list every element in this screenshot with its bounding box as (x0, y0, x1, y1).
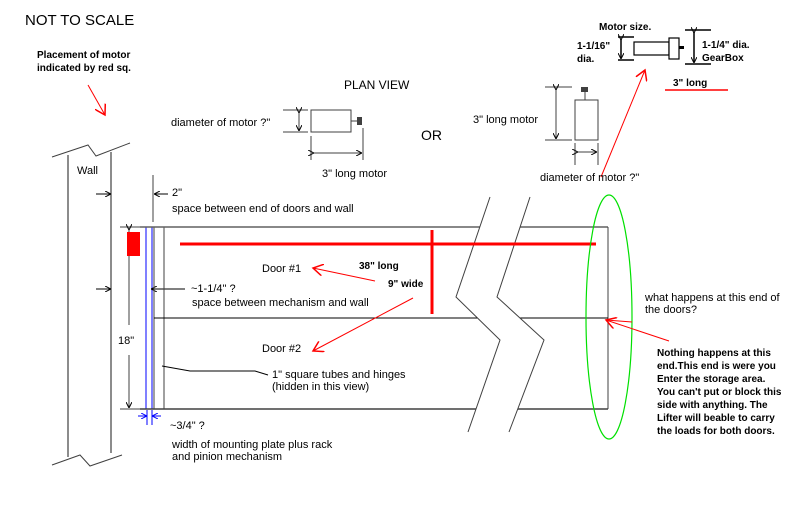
far-end-question: what happens at this end of the doors? (645, 292, 780, 316)
gap-mechanism-desc: space between mechanism and wall (192, 297, 369, 309)
motor-a-length-label: 3" long motor (322, 168, 388, 180)
motor-b-diameter-label: diameter of motor ?" (540, 172, 640, 184)
door-2-label: Door #2 (262, 343, 302, 355)
far-end-highlight (585, 194, 633, 440)
gap-end-value: 2" (172, 187, 183, 199)
wall-label: Wall (77, 165, 98, 177)
plan-view-title: PLAN VIEW (344, 78, 410, 92)
tubes-note: 1" square tubes and hinges (hidden in th… (272, 369, 406, 393)
doors (140, 226, 609, 410)
motor-size-arrow (600, 70, 645, 178)
gap-mechanism-value: ~1-1/4" ? (191, 283, 236, 295)
motor-option-a (283, 110, 364, 160)
far-end-answer: Nothing happens at this end.This end is … (657, 348, 782, 437)
motor-placement-arrow (87, 84, 105, 115)
motor-size-title: Motor size. (599, 22, 652, 33)
or-label: OR (421, 127, 442, 143)
motor-a-diameter-label: diameter of motor ?" (171, 117, 271, 129)
motor-size-drawing (618, 30, 728, 91)
door-width-label: 9" wide (388, 279, 424, 290)
motor-placement-note: Placement of motor indicated by red sq. (37, 50, 131, 74)
plate-width-value: ~3/4" ? (170, 420, 205, 432)
door-length-label: 38" long (359, 261, 399, 272)
motor-option-b (545, 87, 599, 165)
motor-red-square (127, 232, 140, 256)
wall (51, 142, 131, 467)
gearbox-diameter-label: 1-1/4" dia. GearBox (702, 40, 750, 64)
plate-width-desc: width of mounting plate plus rack and pi… (172, 439, 333, 463)
motor-b-length-label: 3" long motor (473, 114, 539, 126)
motor-length-label: 3" long (673, 78, 708, 89)
break-mark (456, 197, 544, 432)
height-dimension-label: 18" (118, 335, 135, 347)
gap-end-desc: space between end of doors and wall (172, 203, 354, 215)
door-1-label: Door #1 (262, 263, 302, 275)
motor-diameter-label: 1-1/16" dia. (577, 41, 611, 65)
not-to-scale-label: NOT TO SCALE (25, 12, 135, 29)
